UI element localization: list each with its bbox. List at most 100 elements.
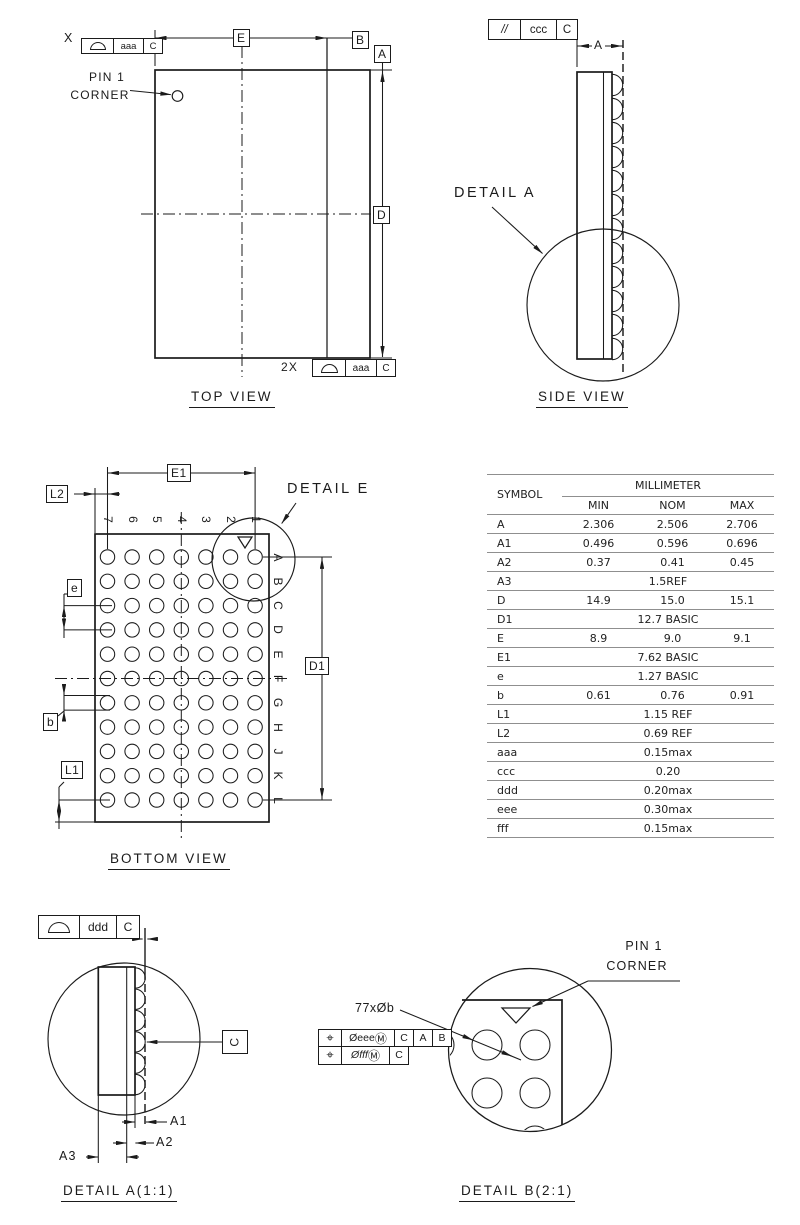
max-cell: 9.1 [710,628,774,648]
datum-ref: C [116,916,139,938]
solder-ball [198,719,214,735]
solder-ball [247,792,263,808]
solder-ball [611,337,624,361]
symbol-cell: D [487,590,562,610]
row-label: B [271,577,285,586]
solder-ball [247,767,263,784]
datum-c-label: C [227,1037,242,1047]
solder-ball [124,622,140,638]
symbol-cell: A [487,514,562,534]
table-header-unit: MILLIMETER [562,474,774,497]
value-cell: 1.27 BASIC [562,666,774,686]
solder-ball [124,646,140,662]
solder-ball [611,145,624,169]
solder-ball [222,767,239,784]
dim-a3-label: A3 [59,1149,77,1163]
ball-count-callout: 77xØb [355,1001,395,1015]
solder-ball [99,695,116,711]
tol-text: Øeee [349,1032,375,1044]
mmc-icon: Ⓜ [367,1048,380,1063]
table-header-symbol: SYMBOL [487,474,562,515]
value-cell: 0.69 REF [562,723,774,743]
nom-cell: 0.596 [635,533,710,553]
flatness-frame-bottom: aaa C [312,359,396,377]
solder-ball [124,597,140,614]
solder-ball [99,767,116,784]
nom-cell: 9.0 [635,628,710,648]
col-label: 7 [101,516,115,523]
solder-ball [198,695,214,711]
solder-ball [198,646,214,662]
solder-ball [222,695,239,711]
tol-text: Øfff [351,1049,368,1061]
solder-ball [611,97,624,121]
solder-ball [148,549,165,565]
nom-cell: 0.76 [635,685,710,705]
min-cell: 2.306 [562,514,635,534]
solder-ball [519,1125,551,1131]
solder-ball [611,313,624,337]
solder-ball [198,573,214,590]
solder-ball [99,743,116,760]
row-label: A [271,552,285,561]
bottom-view-title: BOTTOM VIEW [108,851,230,870]
detail-a-title: DETAIL A(1:1) [61,1183,177,1202]
solder-ball [198,622,214,638]
solder-ball [124,792,140,808]
solder-ball [247,695,263,711]
symbol-cell: e [487,666,562,686]
solder-ball [134,1052,146,1074]
table-header-min: MIN [562,496,635,515]
tolerance-value: aaa [345,360,376,376]
solder-ball [198,549,214,565]
solder-ball [198,767,214,784]
position-icon: ⌖ [326,1047,334,1062]
datum-ref-b: B [432,1030,451,1046]
solder-ball [247,573,263,590]
symbol-cell: E1 [487,647,562,667]
solder-ball [449,1029,455,1061]
solder-ball [198,743,214,760]
solder-ball [134,1031,146,1053]
solder-ball [148,792,165,808]
dim-a-label: A [592,38,606,52]
max-cell: 0.91 [710,685,774,705]
datum-ref: C [556,20,577,39]
value-cell: 1.15 REF [562,704,774,724]
row-label: E [271,650,285,659]
symbol-cell: aaa [487,742,562,762]
row-label: K [271,771,285,780]
dim-e-box: E [233,29,250,47]
max-cell: 15.1 [710,590,774,610]
symbol-cell: b [487,685,562,705]
nom-cell: 15.0 [635,590,710,610]
pin1-corner-label-line2: CORNER [606,959,668,973]
side-view-title: SIDE VIEW [536,389,628,408]
value-cell: 1.5REF [562,571,774,591]
solder-ball [222,549,239,565]
datum-c-box: C [222,1030,248,1054]
seating-plane-icon [82,39,113,53]
solder-ball [247,743,263,760]
min-cell: 8.9 [562,628,635,648]
symbol-cell: A2 [487,552,562,572]
tolerance-value: ccc [520,20,556,39]
solder-ball [611,265,624,289]
col-label: 6 [125,516,140,523]
table-header-max: MAX [710,496,774,515]
seating-plane-icon [313,360,345,376]
solder-ball [134,1073,146,1096]
solder-ball [148,719,165,735]
datum-b-box: B [352,31,369,49]
